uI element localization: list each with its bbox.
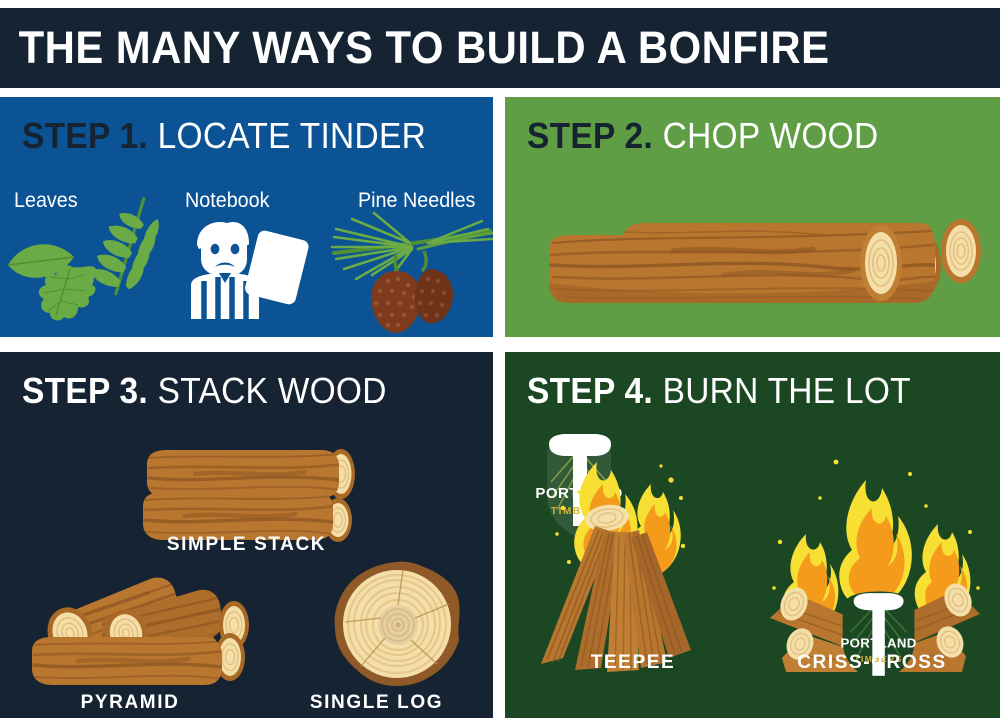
panel-2-step-label: CHOP WOOD <box>662 115 879 156</box>
portland-timbers-logo-right: PORTLAND TIMBERS <box>841 591 917 684</box>
criss-cross-fire-icon: PORTLAND TIMBERS <box>760 422 990 684</box>
panel-4-step-label: BURN THE LOT <box>662 370 911 411</box>
panel-chop-wood: STEP 2. CHOP WOOD <box>505 97 1000 337</box>
panel-stack-wood: STEP 3. STACK WOOD <box>0 352 493 718</box>
panel-1-title: STEP 1. LOCATE TINDER <box>22 115 426 157</box>
caption-teepee: TEEPEE <box>590 652 676 673</box>
leaves-icon <box>2 196 177 332</box>
panel-burn-the-lot: STEP 4. BURN THE LOT <box>505 352 1000 718</box>
teepee-fire-icon: PORTLAND TIMBERS <box>523 422 723 672</box>
logo-portland-text-2: PORTLAND <box>841 636 917 651</box>
panel-1-step-label: LOCATE TINDER <box>157 115 427 156</box>
simple-stack-icon <box>135 444 365 554</box>
panel-4-step-number: STEP 4. <box>527 370 654 411</box>
caption-pyramid: PYRAMID <box>80 692 180 713</box>
panel-locate-tinder: STEP 1. LOCATE TINDER Leaves Notebook Pi… <box>0 97 493 337</box>
panel-3-step-number: STEP 3. <box>22 370 149 411</box>
caption-single-log: SINGLE LOG <box>309 692 444 713</box>
log-cross-section-icon <box>333 560 461 688</box>
logo-timbers-text: TIMBERS <box>551 506 607 517</box>
label-notebook: Notebook <box>185 189 270 212</box>
label-leaves: Leaves <box>14 189 78 212</box>
header-bar: THE MANY WAYS TO BUILD A BONFIRE <box>0 8 1000 88</box>
logo-timbers-text-2: TIMBERS <box>854 654 902 664</box>
pine-branch-cones-icon <box>330 209 493 334</box>
referee-card-icon <box>175 215 310 327</box>
caption-simple-stack: SIMPLE STACK <box>166 534 327 555</box>
page-title: THE MANY WAYS TO BUILD A BONFIRE <box>18 22 830 73</box>
panel-3-title: STEP 3. STACK WOOD <box>22 370 387 412</box>
pyramid-stack-icon <box>18 567 263 692</box>
panel-4-title: STEP 4. BURN THE LOT <box>527 370 911 412</box>
stacked-logs-icon <box>523 205 988 325</box>
panel-2-title: STEP 2. CHOP WOOD <box>527 115 878 157</box>
caption-criss-cross: CRISS-CROSS <box>797 652 947 673</box>
panel-2-step-number: STEP 2. <box>527 115 654 156</box>
teepee-logs <box>541 526 691 672</box>
label-pine-needles: Pine Needles <box>358 189 476 212</box>
panel-1-step-number: STEP 1. <box>22 115 149 156</box>
panel-3-step-label: STACK WOOD <box>157 370 387 411</box>
